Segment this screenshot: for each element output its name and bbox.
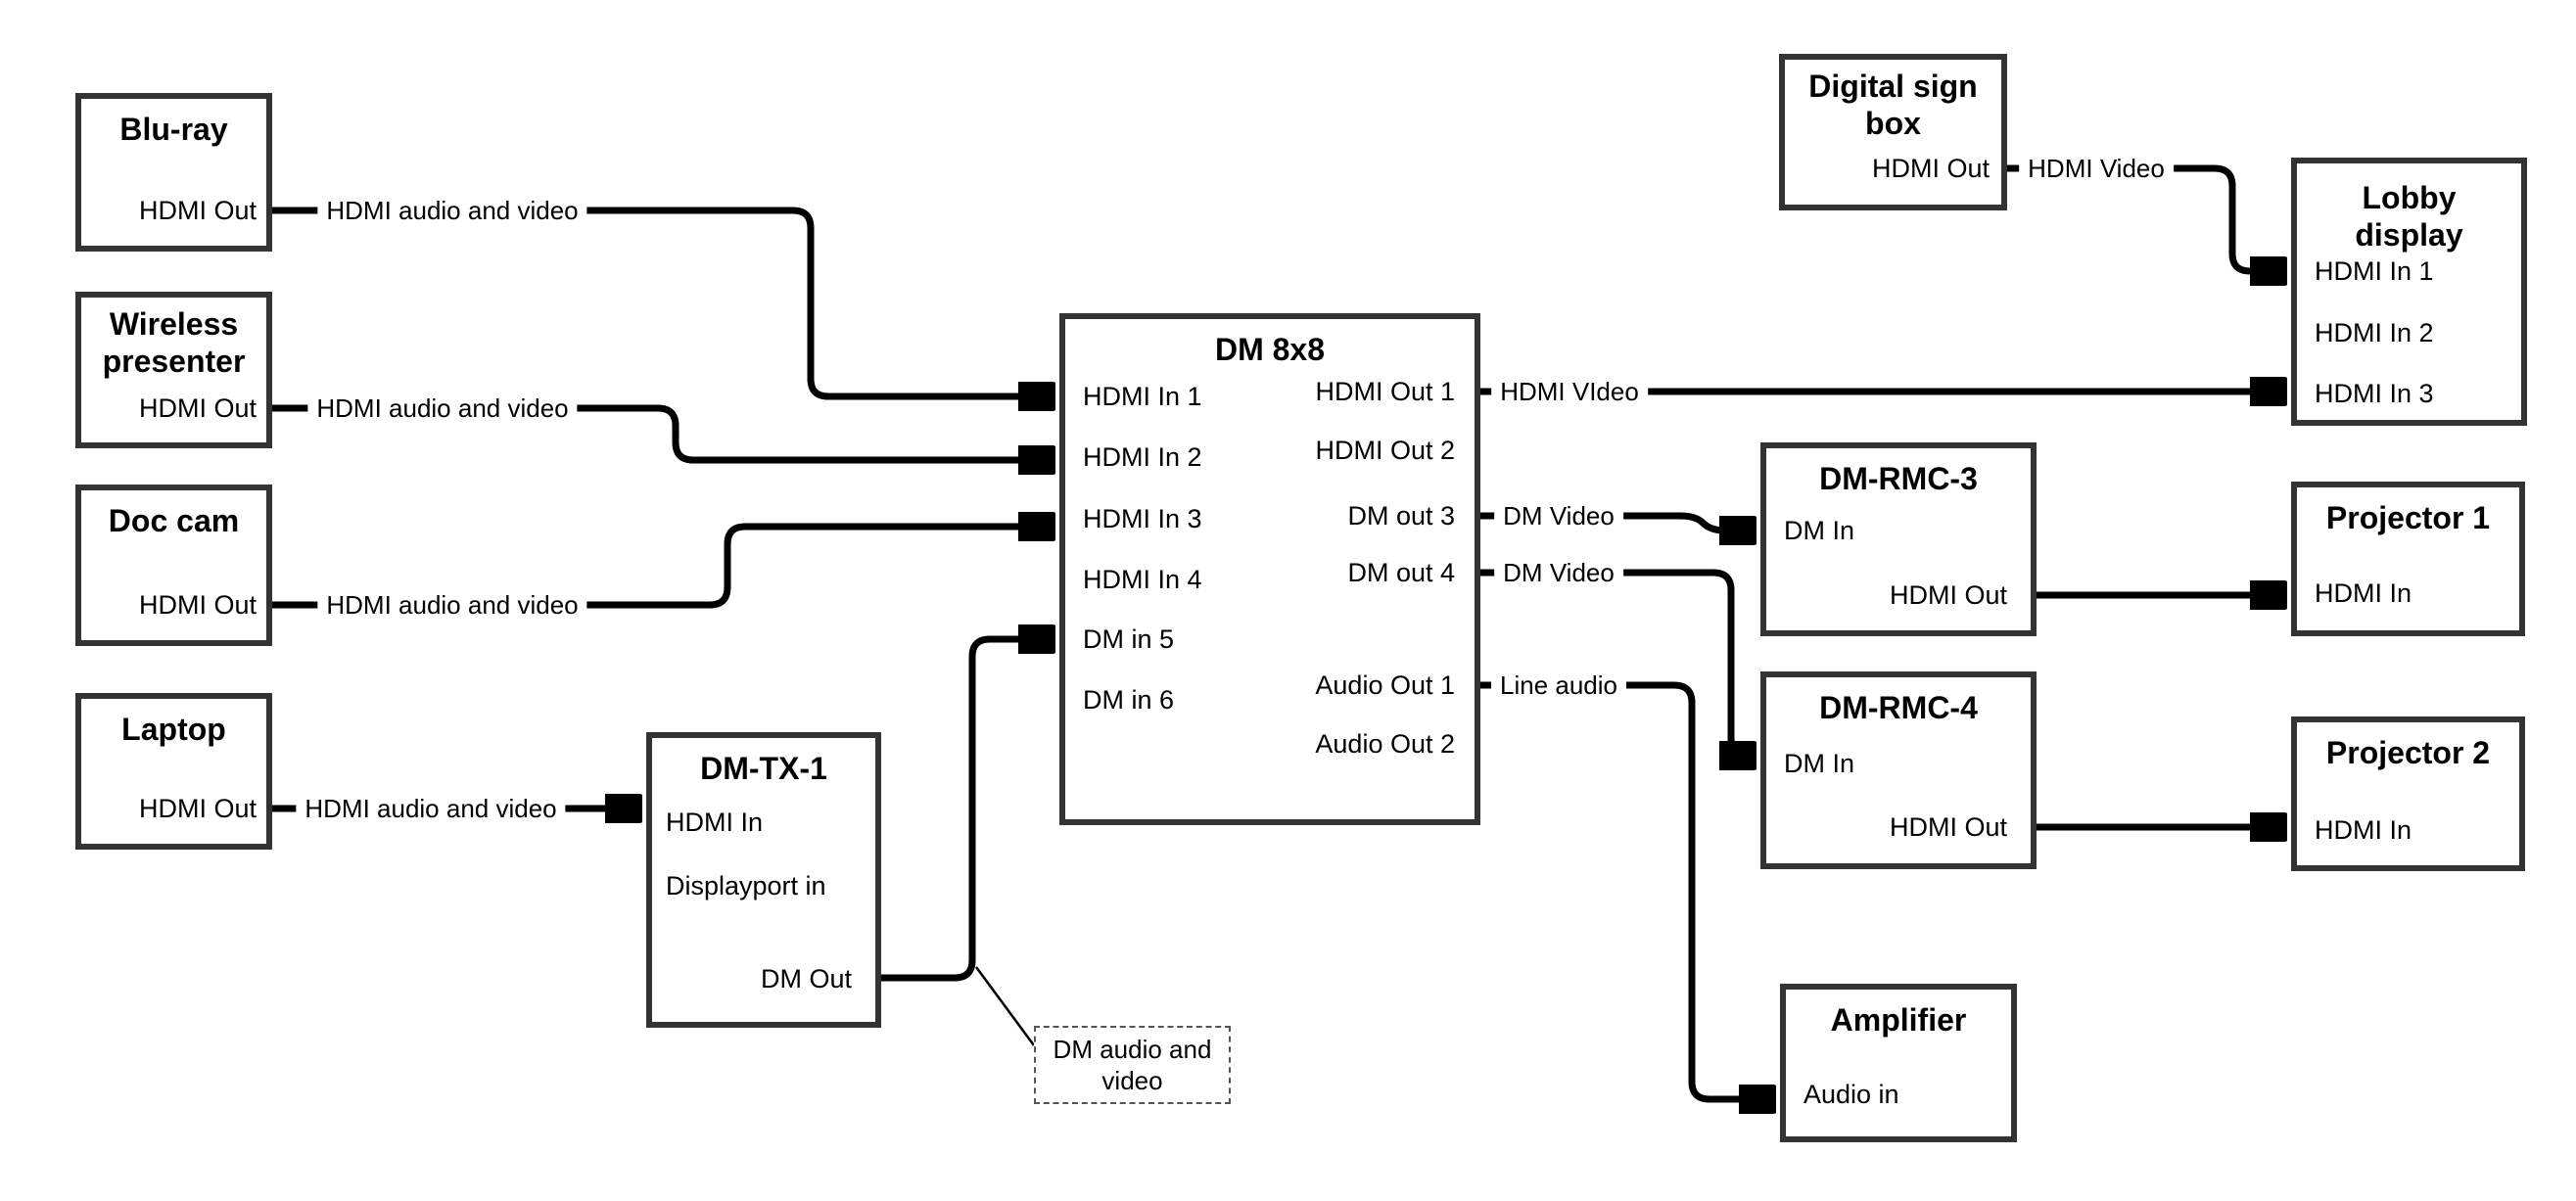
connection-label: HDMI audio and video	[307, 393, 578, 424]
port-hdmi-in-3: HDMI In 3	[2315, 379, 2434, 408]
port-hdmi-out: HDMI Out	[138, 590, 257, 620]
port-hdmi-in: HDMI In	[666, 808, 764, 837]
connection-audio-out1-to-amplifier	[1480, 681, 1774, 1099]
node-dm-8x8: DM 8x8 HDMI In 1 HDMI In 2 HDMI In 3 HDM…	[1059, 313, 1480, 825]
node-title: Doc cam	[108, 503, 240, 538]
port-hdmi-in-1: HDMI In 1	[1083, 382, 1202, 411]
port-dm-in: DM In	[1784, 516, 1855, 545]
port-hdmi-out-1: HDMI Out 1	[1315, 377, 1455, 406]
node-amplifier: Amplifier Audio in	[1780, 984, 2017, 1142]
port-hdmi-out-2: HDMI Out 2	[1315, 436, 1455, 465]
node-lobby-display: Lobby display HDMI In 1 HDMI In 2 HDMI I…	[2291, 158, 2527, 426]
port-hdmi-in-2: HDMI In 2	[2315, 318, 2434, 347]
port-hdmi-out: HDMI Out	[138, 794, 257, 823]
port-hdmi-in-1: HDMI In 1	[2315, 256, 2434, 286]
connection-label: HDMI audio and video	[296, 793, 566, 824]
connection-label: HDMI audio and video	[317, 195, 587, 226]
connection-dm-out3-to-rmc3	[1480, 512, 1755, 531]
node-projector-2: Projector 2 HDMI In	[2291, 716, 2525, 871]
port-dm-in-5: DM in 5	[1083, 624, 1175, 654]
connection-label: HDMI audio and video	[317, 589, 587, 621]
node-title: Projector 2	[2325, 735, 2491, 770]
port-dm-out-4: DM out 4	[1347, 558, 1455, 587]
port-dm-out-3: DM out 3	[1347, 501, 1455, 531]
port-hdmi-in-2: HDMI In 2	[1083, 442, 1202, 472]
node-dm-rmc-3: DM-RMC-3 DM In HDMI Out	[1760, 442, 2037, 636]
node-title: Lobby display	[2355, 180, 2463, 253]
port-audio-in: Audio in	[1803, 1080, 1899, 1109]
port-dm-in-6: DM in 6	[1083, 685, 1175, 715]
connection-label: HDMI VIdeo	[1491, 376, 1648, 407]
port-dm-out: DM Out	[760, 964, 852, 993]
port-hdmi-in-3: HDMI In 3	[1083, 504, 1202, 533]
port-audio-out-2: Audio Out 2	[1315, 729, 1455, 759]
node-title: Amplifier	[1830, 1002, 1967, 1038]
port-hdmi-in: HDMI In	[2315, 578, 2412, 608]
port-hdmi-out: HDMI Out	[138, 393, 257, 423]
node-laptop: Laptop HDMI Out	[75, 693, 272, 850]
port-hdmi-out: HDMI Out	[138, 196, 257, 225]
node-title: Projector 1	[2325, 500, 2491, 535]
node-dm-tx-1: DM-TX-1 HDMI In Displayport in DM Out	[646, 732, 881, 1028]
note-dm-audio-and-video: DM audio and video	[1034, 1026, 1231, 1104]
node-projector-1: Projector 1 HDMI In	[2291, 482, 2525, 636]
node-title: DM-RMC-3	[1819, 461, 1978, 496]
node-title: Blu-ray	[119, 112, 228, 147]
node-title: Digital sign box	[1808, 69, 1978, 141]
node-dm-rmc-4: DM-RMC-4 DM In HDMI Out	[1760, 671, 2037, 869]
connection-dmtx1-to-dm-in-5	[881, 639, 1054, 982]
port-dm-in: DM In	[1784, 749, 1855, 778]
note-leader-line	[974, 966, 1036, 1046]
port-hdmi-out: HDMI Out	[1889, 580, 2007, 610]
connection-bluray-to-hdmi-in-1	[272, 207, 1054, 396]
port-hdmi-out: HDMI Out	[1889, 812, 2007, 842]
node-title: DM-TX-1	[700, 751, 827, 786]
node-title: DM 8x8	[1214, 332, 1326, 367]
connection-label: HDMI Video	[2019, 153, 2174, 184]
node-title: Wireless presenter	[102, 306, 246, 379]
connection-digital-sign-to-lobby-in-1	[2007, 164, 2285, 271]
node-wireless-presenter: Wireless presenter HDMI Out	[75, 292, 272, 448]
connection-label: DM Video	[1494, 500, 1623, 531]
port-audio-out-1: Audio Out 1	[1315, 670, 1455, 700]
node-digital-sign-box: Digital sign box HDMI Out	[1779, 54, 2007, 210]
connection-dm-out4-to-rmc4	[1480, 569, 1755, 756]
port-displayport-in: Displayport in	[666, 871, 826, 901]
note-text: DM audio and video	[1053, 1035, 1212, 1095]
connection-wireless-to-hdmi-in-2	[272, 404, 1054, 460]
port-hdmi-out: HDMI Out	[1871, 154, 1990, 183]
port-hdmi-in: HDMI In	[2315, 815, 2412, 845]
port-hdmi-in-4: HDMI In 4	[1083, 565, 1202, 594]
node-blu-ray: Blu-ray HDMI Out	[75, 93, 272, 252]
node-title: Laptop	[121, 712, 226, 747]
node-doc-cam: Doc cam HDMI Out	[75, 485, 272, 646]
connection-label: Line audio	[1491, 670, 1626, 701]
connection-doccam-to-hdmi-in-3	[272, 527, 1054, 609]
node-title: DM-RMC-4	[1819, 690, 1978, 725]
connection-label: DM Video	[1494, 557, 1623, 588]
